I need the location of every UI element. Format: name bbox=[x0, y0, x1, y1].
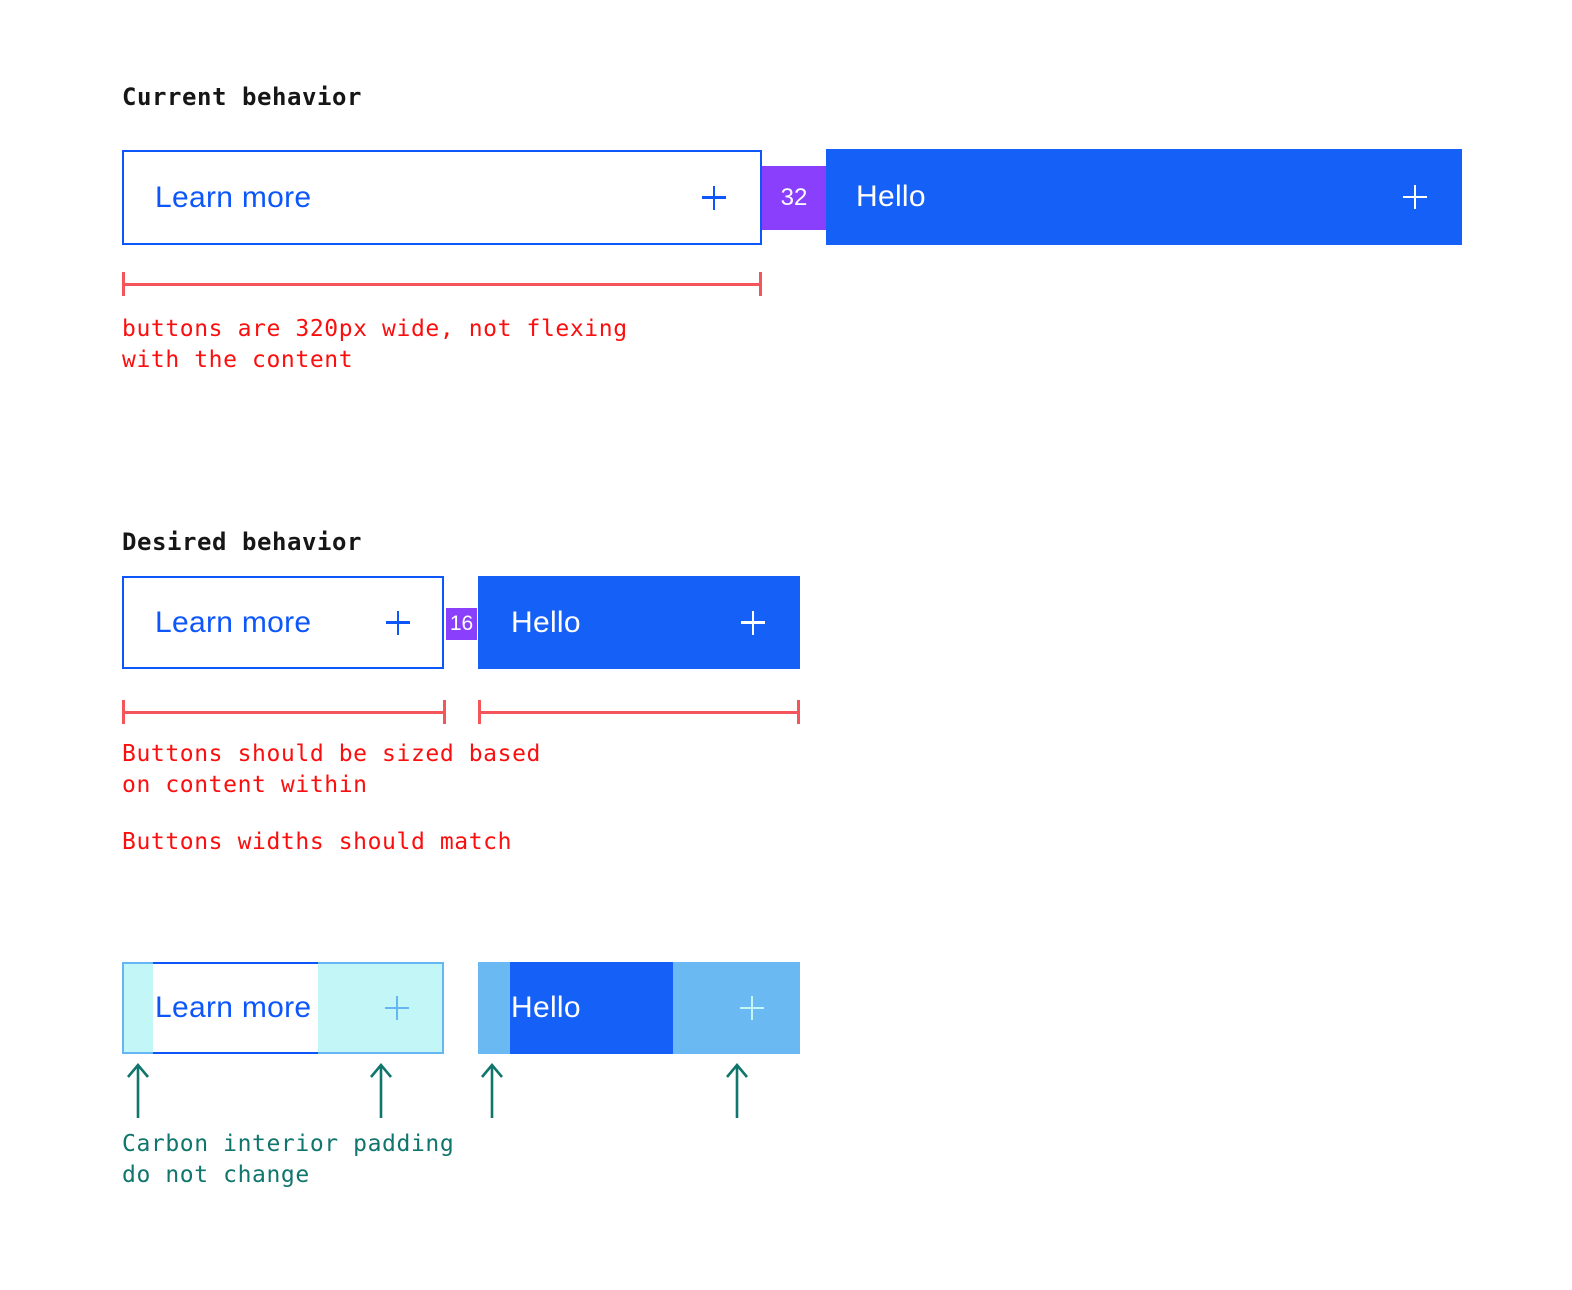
button-label: Hello bbox=[856, 180, 926, 213]
section-heading-desired: Desired behavior bbox=[122, 528, 362, 556]
annotation-note: Buttons widths should match bbox=[122, 829, 513, 855]
spacing-annotation-32: 32 bbox=[762, 166, 826, 230]
learn-more-button[interactable]: Learn more bbox=[122, 576, 444, 669]
plus-icon bbox=[741, 610, 765, 635]
hello-button[interactable]: Hello bbox=[478, 576, 800, 669]
button-label: Hello bbox=[511, 605, 581, 639]
section-heading-current: Current behavior bbox=[122, 83, 362, 111]
plus-icon bbox=[386, 610, 410, 635]
learn-more-button-padding-diagram[interactable]: Learn more bbox=[122, 962, 444, 1054]
padding-highlight-left bbox=[122, 962, 153, 1054]
padding-highlight-right bbox=[673, 962, 800, 1054]
spacing-value: 32 bbox=[780, 184, 808, 211]
measurement-line bbox=[478, 700, 800, 724]
button-label: Learn more bbox=[155, 180, 312, 214]
measurement-line bbox=[122, 272, 762, 296]
padding-highlight-left bbox=[478, 962, 510, 1054]
up-arrow-icon bbox=[481, 1062, 503, 1118]
plus-icon bbox=[702, 185, 726, 210]
up-arrow-icon bbox=[370, 1062, 392, 1118]
hello-button[interactable]: Hello bbox=[826, 149, 1462, 245]
padding-highlight-right bbox=[318, 962, 444, 1054]
spacing-annotation-16: 16 bbox=[446, 608, 477, 640]
up-arrow-icon bbox=[726, 1062, 748, 1118]
hello-button-padding-diagram[interactable]: Hello bbox=[478, 962, 800, 1054]
button-label: Learn more bbox=[155, 991, 312, 1024]
learn-more-button[interactable]: Learn more bbox=[122, 150, 762, 245]
up-arrow-icon bbox=[127, 1062, 149, 1118]
button-label: Hello bbox=[511, 991, 581, 1024]
measurement-line bbox=[122, 700, 446, 724]
button-label: Learn more bbox=[155, 605, 312, 639]
plus-icon bbox=[1403, 185, 1427, 209]
spacing-value: 16 bbox=[449, 612, 474, 635]
